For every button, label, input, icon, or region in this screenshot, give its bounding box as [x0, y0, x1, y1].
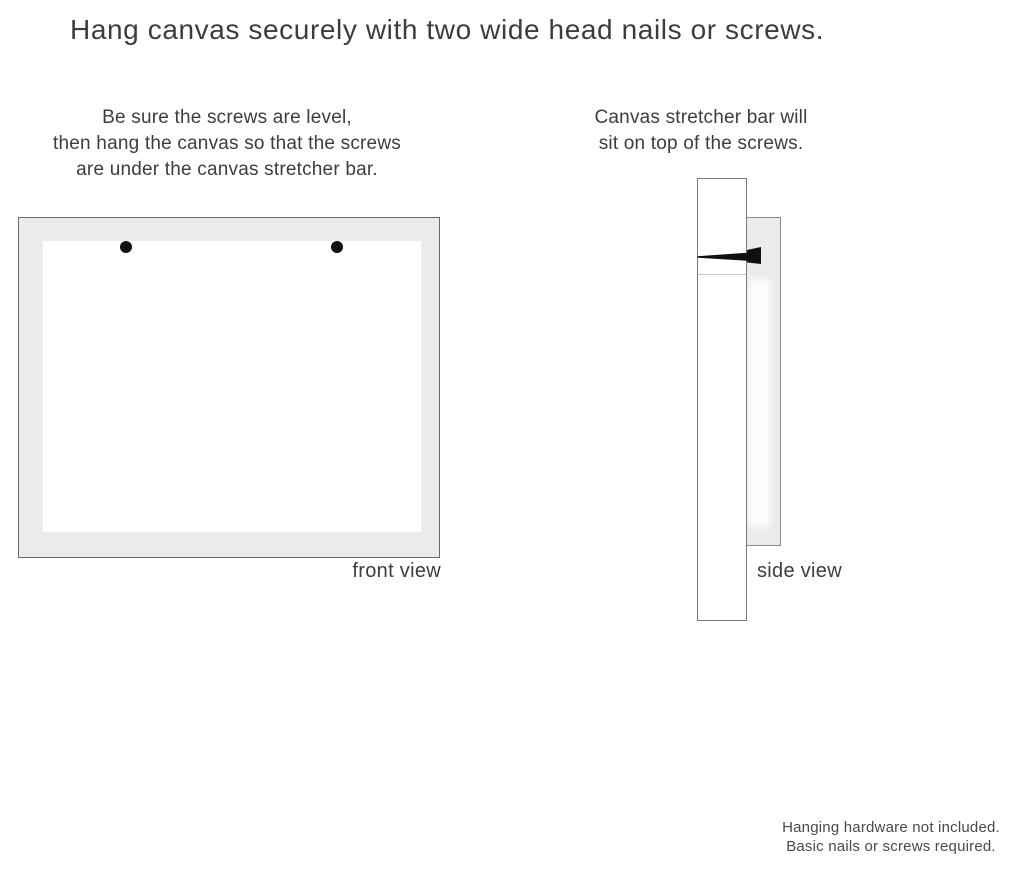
nail-side-icon	[697, 247, 761, 264]
front-view-canvas-face	[43, 241, 421, 532]
instruction-line: then hang the canvas so that the screws	[53, 133, 401, 154]
side-view-canvas-edge	[745, 217, 781, 546]
side-view-stretcher-bar	[697, 178, 747, 621]
instruction-line: are under the canvas stretcher bar.	[76, 159, 378, 180]
side-view-instructions: Canvas stretcher bar will sit on top of …	[551, 105, 851, 157]
instruction-line: Canvas stretcher bar will	[594, 107, 808, 128]
nail-shaft	[697, 252, 747, 261]
hardware-disclaimer: Hanging hardware not included. Basic nai…	[758, 818, 1024, 856]
front-view-instructions: Be sure the screws are level, then hang …	[27, 105, 427, 183]
stretcher-bar-seam-line	[698, 274, 746, 275]
nail-head	[747, 247, 761, 264]
instruction-line: sit on top of the screws.	[598, 133, 804, 154]
disclaimer-line: Hanging hardware not included.	[782, 819, 1000, 836]
nail-head-left-icon	[120, 241, 132, 253]
disclaimer-line: Basic nails or screws required.	[786, 838, 996, 855]
side-view-label: side view	[757, 560, 842, 582]
page-title: Hang canvas securely with two wide head …	[70, 14, 825, 45]
nail-head-right-icon	[331, 241, 343, 253]
instruction-line: Be sure the screws are level,	[102, 107, 352, 128]
front-view-canvas-frame	[18, 217, 440, 558]
canvas-edge-highlight	[752, 282, 767, 524]
front-view-label: front view	[352, 560, 441, 582]
